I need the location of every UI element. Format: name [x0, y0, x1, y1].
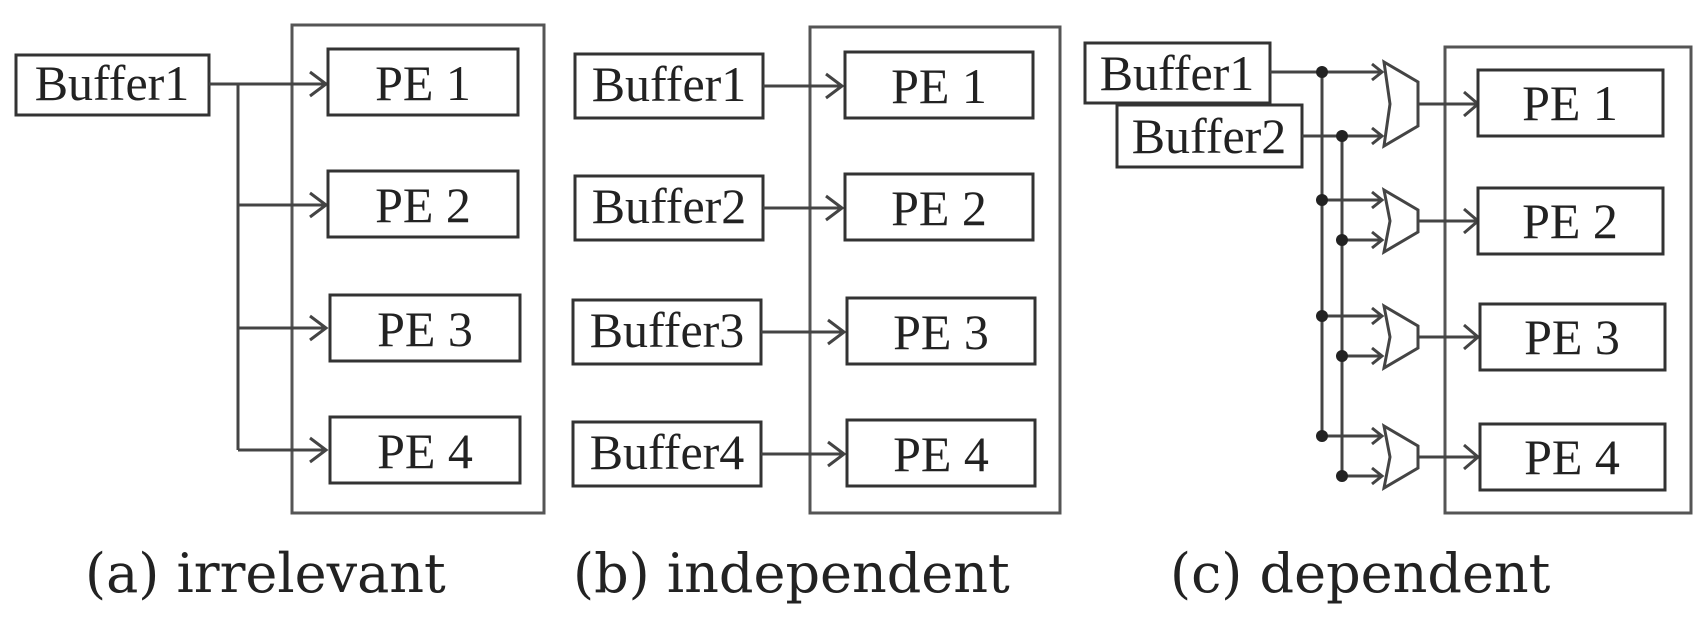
- pe-label: PE 4: [377, 423, 473, 479]
- panel-c: Buffer1 Buffer2: [1083, 41, 1693, 605]
- pe-box: PE 3: [1478, 302, 1667, 372]
- pe-label: PE 3: [893, 304, 989, 360]
- pe-label: PE 3: [1524, 309, 1620, 365]
- arrow-head: [827, 440, 847, 468]
- mux-output-arrows: [1463, 90, 1481, 471]
- panel-a: Buffer1 PE 1 PE 2 PE 3 PE 4 (a) irreleva…: [14, 23, 546, 605]
- buffer-label: Buffer4: [590, 424, 745, 480]
- pe-label: PE 1: [891, 58, 987, 114]
- arrow-head: [309, 191, 329, 219]
- pe-box: PE 4: [845, 418, 1037, 488]
- arrow-head: [309, 314, 329, 342]
- buffer-label: Buffer2: [1132, 108, 1287, 164]
- buffer-label: Buffer1: [1100, 45, 1255, 101]
- pe-label: PE 2: [375, 177, 471, 233]
- pe-label: PE 3: [377, 301, 473, 357]
- pe-label: PE 2: [1522, 193, 1618, 249]
- pe-box: PE 3: [328, 293, 522, 363]
- buffer-box: Buffer2: [1115, 103, 1304, 169]
- panel-caption: (c) dependent: [1170, 542, 1551, 605]
- mux-icon: [1381, 303, 1420, 371]
- arrow-head: [825, 72, 845, 100]
- junction-dots: [1316, 66, 1348, 482]
- pe-box: PE 1: [843, 50, 1035, 120]
- mux-icon: [1381, 187, 1420, 255]
- pe-box: PE 1: [1476, 68, 1665, 138]
- pe-box: PE 4: [1478, 422, 1667, 492]
- pe-box: PE 2: [326, 169, 520, 239]
- buffer-box: Buffer4: [571, 420, 763, 488]
- direct-wires: [761, 84, 844, 456]
- arrow-head: [825, 194, 845, 222]
- buffer-label: Buffer3: [590, 302, 745, 358]
- buffer-label: Buffer2: [592, 178, 747, 234]
- buffer-box: Buffer1: [573, 52, 765, 120]
- fanout-wires: [209, 82, 326, 452]
- buffer-label: Buffer1: [35, 55, 190, 111]
- panel-b: Buffer1 Buffer2 Buffer3 Buffer4 PE 1 PE …: [571, 25, 1062, 605]
- pe-array-container: [290, 23, 546, 515]
- pe-label: PE 4: [1524, 429, 1620, 485]
- panel-caption: (a) irrelevant: [85, 542, 446, 605]
- pe-box: PE 2: [843, 172, 1035, 242]
- pe-label: PE 1: [375, 55, 471, 111]
- pe-box: PE 2: [1476, 186, 1665, 256]
- buffer-box: Buffer2: [573, 174, 765, 242]
- mux-icon: [1381, 423, 1420, 491]
- panel-caption: (b) independent: [573, 542, 1010, 605]
- buffer-label: Buffer1: [592, 56, 747, 112]
- buffer-box: Buffer1: [1083, 41, 1272, 105]
- pe-label: PE 2: [891, 180, 987, 236]
- mux-input-wires: [1322, 198, 1382, 478]
- pe-label: PE 4: [893, 426, 989, 482]
- buffer-box: Buffer3: [571, 298, 763, 366]
- pe-array-container: [1443, 45, 1693, 515]
- mux-input-arrows: [1371, 62, 1385, 486]
- pe-box: PE 4: [328, 415, 522, 485]
- pe-array-container: [808, 25, 1062, 515]
- arrow-head: [827, 318, 847, 346]
- mux-output-wires: [1418, 102, 1478, 459]
- pe-label: PE 1: [1522, 75, 1618, 131]
- arrow-head: [309, 70, 329, 98]
- buffer-box: Buffer1: [14, 53, 211, 117]
- pe-box: PE 3: [845, 296, 1037, 366]
- mux-icon: [1382, 59, 1420, 149]
- pe-box: PE 1: [326, 47, 520, 117]
- arrow-head: [309, 436, 329, 464]
